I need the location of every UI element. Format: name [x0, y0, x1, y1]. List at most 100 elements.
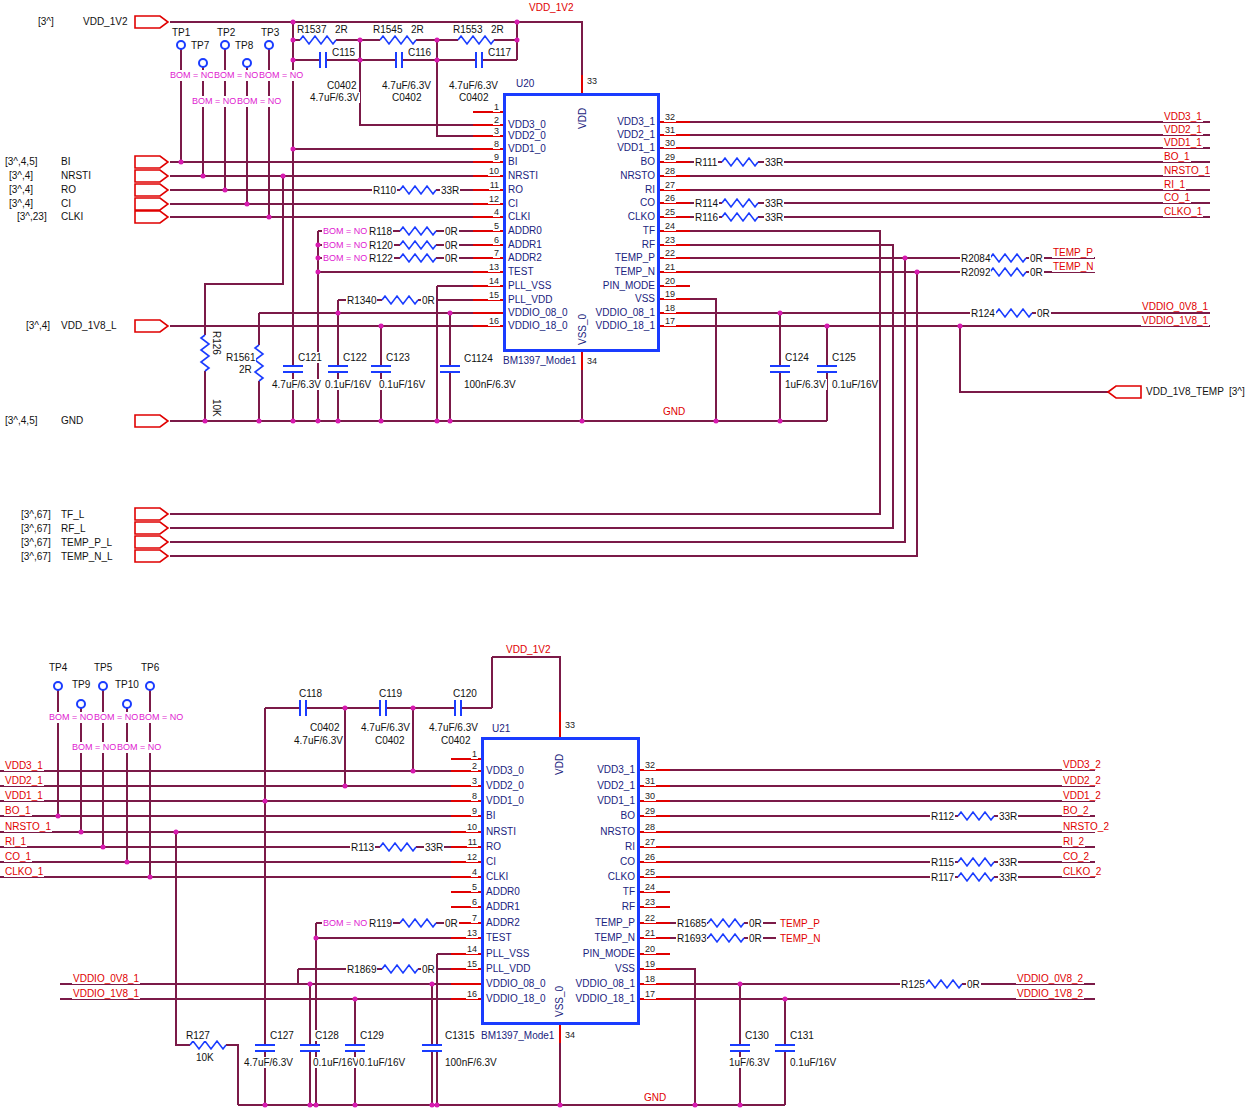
power-pin-name: VSS_0: [554, 986, 565, 1017]
test-point: [177, 41, 185, 49]
schematic-label: 100nF/6.3V: [444, 1057, 498, 1068]
net-label: CLKO_1: [4, 866, 44, 877]
schematic-label: 33R: [998, 857, 1018, 868]
port-flag: [135, 16, 1141, 562]
resistor-symbol: [958, 811, 994, 821]
schematic-label: 0.1uF/16V: [324, 379, 372, 390]
schematic-label: TP2: [216, 27, 236, 38]
pin-number: 3: [471, 776, 478, 786]
schematic-label: [3^,4,5]: [4, 415, 39, 426]
schematic-label: 0.1uF/16V: [789, 1057, 837, 1068]
net-label: VDDIO_1V8_2: [1016, 988, 1084, 999]
schematic-label: 0.1uF/16V: [831, 379, 879, 390]
pin-number: 8: [493, 139, 500, 149]
bom-note: BOM = NO: [48, 712, 94, 723]
pin-number: 16: [466, 989, 478, 999]
schematic-label: 33R: [764, 157, 784, 168]
net-label: CLKO_1: [1163, 206, 1203, 217]
pin-name: PLL_VSS: [486, 948, 529, 959]
pin-name: TEMP_P: [615, 252, 655, 263]
pin-number: 32: [644, 760, 656, 770]
power-pin-name: VDD: [577, 108, 588, 129]
resistor-symbol: [254, 345, 264, 381]
pin-number: 12: [466, 852, 478, 862]
schematic-label: 0R: [421, 295, 436, 306]
schematic-label: R127: [185, 1030, 211, 1041]
schematic-label: C129: [359, 1030, 385, 1041]
pin-number: 6: [493, 235, 500, 245]
pin-number: 30: [644, 791, 656, 801]
net-label: VDDIO_0V8_1: [72, 973, 140, 984]
pin-number: 31: [664, 125, 676, 135]
schematic-label: C127: [269, 1030, 295, 1041]
capacitor-symbol: [320, 51, 326, 69]
net-label: TEMP_N: [779, 933, 822, 944]
schematic-label: GND: [60, 415, 84, 426]
capacitor-symbol: [370, 366, 392, 372]
part-value: BM1397_Mode1: [503, 355, 576, 366]
schematic-label: C118: [298, 688, 323, 699]
schematic-label: R1685: [676, 918, 707, 929]
schematic-label: [3^]: [1228, 386, 1246, 397]
net-label: BO_1: [1163, 151, 1191, 162]
capacitor-symbol: [254, 1045, 276, 1051]
pin-number: 27: [644, 837, 656, 847]
pin-number: 34: [564, 1030, 576, 1040]
net-label: NRSTO_1: [1163, 165, 1211, 176]
schematic-label: TF_L: [60, 509, 85, 520]
pin-name: CLKI: [508, 211, 530, 222]
pin-number: 19: [664, 289, 676, 299]
resistor-symbol: [722, 198, 758, 208]
schematic-label: C0402: [458, 92, 489, 103]
pin-number: 2: [471, 761, 478, 771]
resistor-symbol: [300, 35, 336, 45]
schematic-label: RO: [60, 184, 77, 195]
capacitor-symbol: [282, 366, 304, 372]
pin-name: VDD3_0: [508, 119, 546, 130]
pin-name: PIN_MODE: [603, 280, 655, 291]
schematic-label: R120: [368, 240, 394, 251]
net-label: CO_1: [4, 851, 32, 862]
pin-name: RO: [486, 841, 501, 852]
schematic-label: [3^]: [37, 16, 55, 27]
resistor-symbol: [990, 253, 1026, 263]
capacitor-symbol: [774, 1045, 796, 1051]
schematic-label: 33R: [424, 842, 444, 853]
schematic-label: 2R: [238, 364, 253, 375]
pin-number: 15: [488, 290, 500, 300]
schematic-label: 4.7uF/6.3V: [360, 722, 411, 733]
capacitor-symbol: [327, 366, 349, 372]
pin-number: 31: [644, 776, 656, 786]
schematic-label: TEMP_N_L: [60, 551, 114, 562]
net-label: TEMP_P: [779, 918, 821, 929]
pin-name: VDD3_1: [597, 764, 635, 775]
resistor-symbol: [958, 857, 994, 867]
pin-name: PLL_VDD: [486, 963, 530, 974]
pin-number: 11: [467, 837, 478, 847]
pin-number: 5: [493, 221, 500, 231]
net-label: VDDIO_0V8_2: [1016, 973, 1084, 984]
schematic-label: 33R: [764, 212, 784, 223]
schematic-label: C1124: [463, 353, 494, 364]
schematic-label: C130: [744, 1030, 770, 1041]
pin-name: VDD2_0: [508, 130, 546, 141]
schematic-label: 0.1uF/16V: [378, 379, 426, 390]
schematic-label: VDD_1V2: [82, 16, 128, 27]
pin-name: BO: [621, 810, 635, 821]
pin-number: 32: [664, 112, 676, 122]
schematic-label: 100nF/6.3V: [463, 379, 517, 390]
pin-name: CI: [486, 856, 496, 867]
schematic-label: TP3: [260, 27, 280, 38]
bom-note: BOM = NO: [236, 96, 282, 107]
pin-stub: [473, 75, 690, 370]
pin-name: VSS: [635, 293, 655, 304]
test-point: [199, 59, 207, 67]
schematic-label: [3^,67]: [20, 523, 52, 534]
ic-box: U21VDDVSS_0VDD3_0VDD2_0VDD1_0BINRSTIROCI…: [481, 737, 640, 1025]
schematic-label: R116: [694, 212, 719, 223]
pin-name: RI: [625, 841, 635, 852]
capacitor-symbol: [769, 366, 791, 372]
net-label: CLKO_2: [1062, 866, 1102, 877]
schematic-label: C131: [789, 1030, 815, 1041]
pin-number: 23: [664, 235, 676, 245]
